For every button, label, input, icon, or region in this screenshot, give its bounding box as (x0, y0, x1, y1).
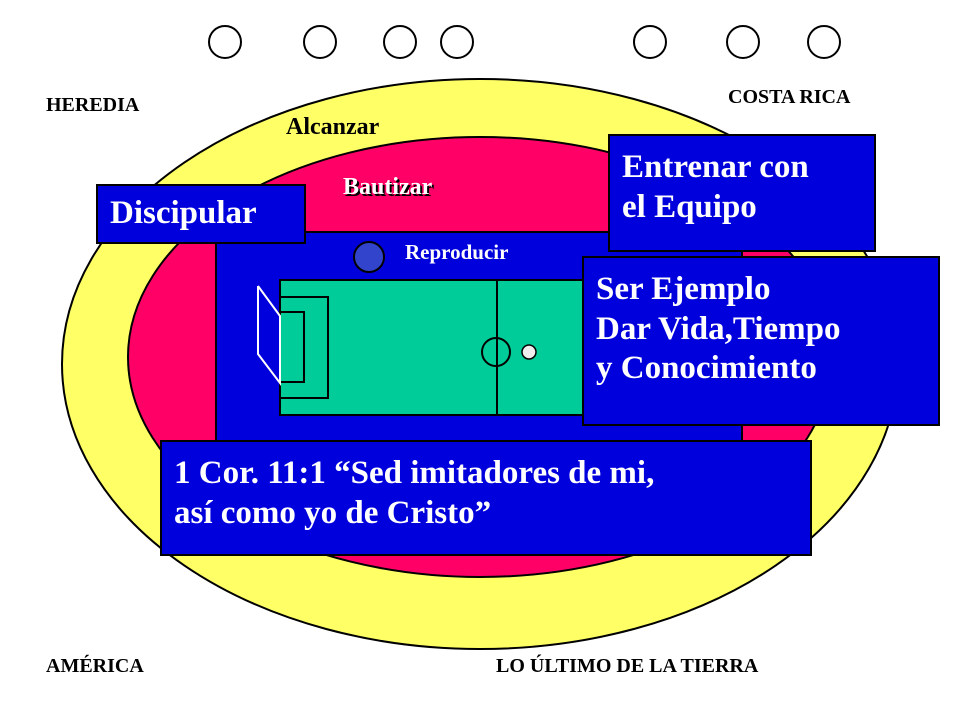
box-verse: 1 Cor. 11:1 “Sed imitadores de mi, así c… (160, 440, 812, 556)
goal-net (257, 285, 281, 386)
top-circle (807, 25, 841, 59)
box-verse-line2: así como yo de Cristo” (174, 494, 492, 531)
top-circle (208, 25, 242, 59)
player-icon (353, 241, 385, 273)
goal-box (279, 311, 305, 383)
top-circles (208, 25, 841, 59)
top-circle (383, 25, 417, 59)
label-bautizar: Bautizar (343, 174, 433, 200)
box-ser-ejemplo: Ser Ejemplo Dar Vida,Tiempo y Conocimien… (582, 256, 940, 426)
label-america: AMÉRICA (46, 655, 144, 677)
box-ser-ejemplo-line1: Ser Ejemplo (596, 271, 771, 307)
box-discipular: Discipular (96, 184, 306, 244)
box-entrenar-line1: Entrenar con (622, 149, 809, 185)
label-reproducir: Reproducir (405, 240, 509, 264)
box-entrenar-line2: el Equipo (622, 188, 757, 225)
label-costa-rica: COSTA RICA (728, 86, 851, 108)
center-circle (481, 337, 511, 367)
label-alcanzar: Alcanzar (286, 114, 380, 140)
top-circle (633, 25, 667, 59)
box-verse-line1: 1 Cor. 11:1 “Sed imitadores de mi, (174, 455, 655, 491)
top-circle (440, 25, 474, 59)
box-ser-ejemplo-line3: y Conocimiento (596, 350, 817, 387)
top-circle (303, 25, 337, 59)
top-circle (726, 25, 760, 59)
label-lo-ultimo: LO ÚLTIMO DE LA TIERRA (496, 655, 759, 677)
box-entrenar: Entrenar con el Equipo (608, 134, 876, 252)
box-discipular-text: Discipular (110, 195, 257, 231)
label-heredia: HEREDIA (46, 94, 140, 116)
box-ser-ejemplo-line2: Dar Vida,Tiempo (596, 310, 841, 347)
ball (521, 344, 537, 360)
